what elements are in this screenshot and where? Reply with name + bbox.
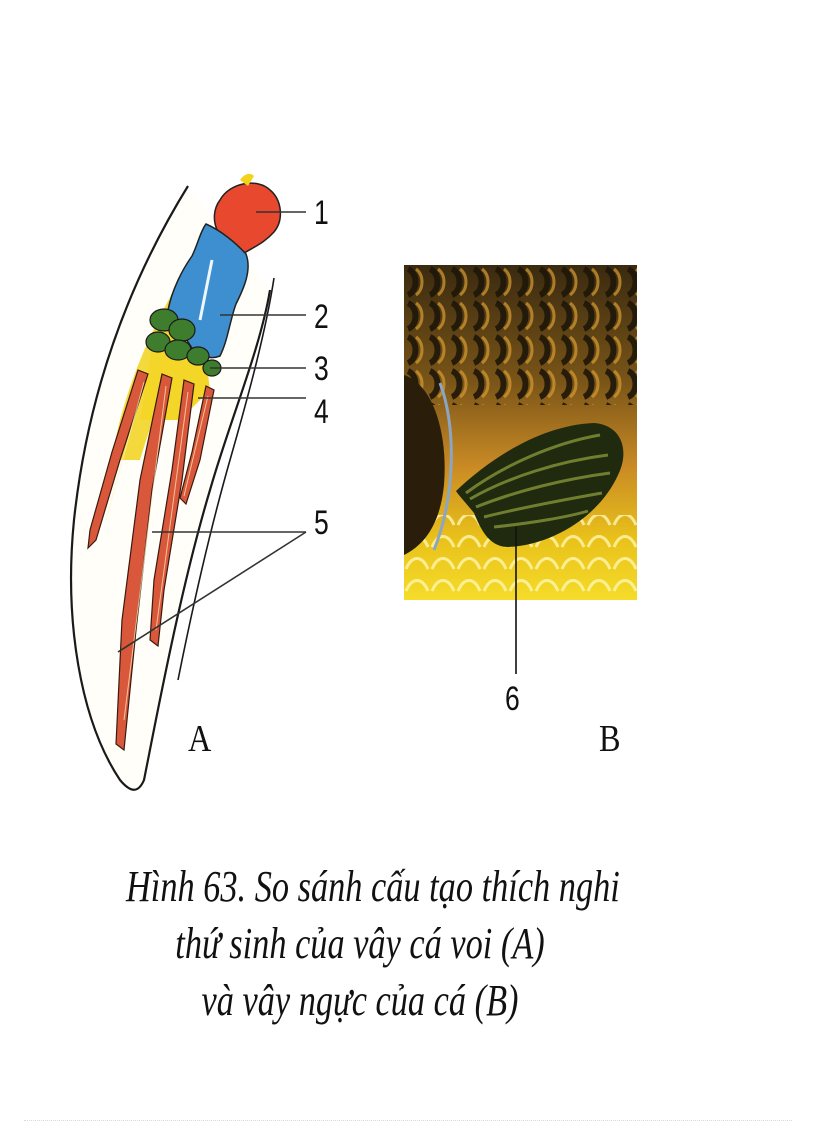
caption-line-1: Hình 63. So sánh cấu tạo thích nghi	[126, 862, 620, 911]
caption-line-2: thứ sinh của vây cá voi (A)	[175, 919, 545, 968]
callout-number-5: 5	[314, 504, 329, 542]
panel-label-b: B	[599, 718, 621, 760]
panel-label-a: A	[188, 718, 212, 760]
fish-fin-photo	[404, 265, 637, 600]
figure-panel-b	[404, 265, 637, 600]
callout-6-leader-line	[515, 600, 517, 674]
callout-number-4: 4	[314, 393, 329, 431]
figure-caption: Hình 63. So sánh cấu tạo thích nghi thứ …	[60, 858, 660, 1030]
whale-flipper-illustration	[70, 173, 307, 791]
caption-line-3: và vây ngực của cá (B)	[201, 976, 519, 1025]
callout-number-2: 2	[314, 298, 329, 336]
footer-divider	[24, 1120, 792, 1121]
callout-number-6: 6	[505, 680, 520, 718]
figure-panel-a: 1 2 3 4 5 A	[60, 160, 360, 810]
callout-number-3: 3	[314, 350, 329, 388]
callout-number-1: 1	[314, 194, 329, 232]
